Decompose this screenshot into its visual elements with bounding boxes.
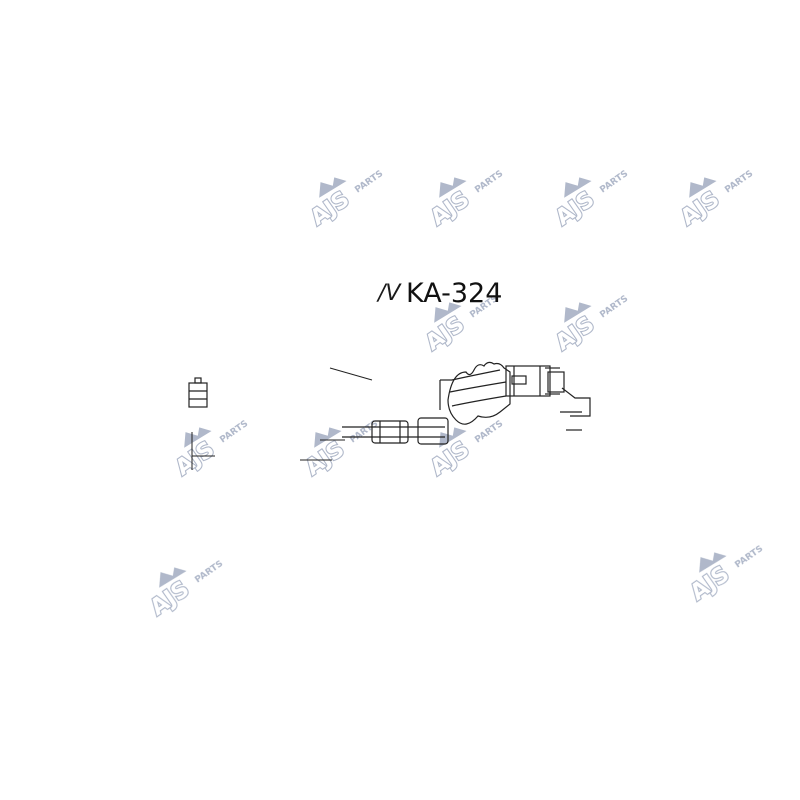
ajs-brand-text: AJS (551, 187, 599, 231)
ajs-logo-icon (564, 177, 592, 198)
ajs-logo-icon (699, 552, 727, 573)
ajs-logo-icon (439, 177, 467, 198)
ajs-parts-text: PARTS (348, 419, 380, 445)
damper-right (417, 417, 449, 445)
ajs-parts-text: PARTS (723, 169, 755, 195)
ajs-logo-icon (564, 302, 592, 323)
ajs-brand-text: AJS (686, 562, 734, 606)
ajs-logo-icon (439, 427, 467, 448)
stub-shaft (547, 371, 591, 431)
ajs-brand-text: AJS (426, 187, 474, 231)
ajs-logo-icon (319, 177, 347, 198)
ajs-parts-text: PARTS (598, 169, 630, 195)
title-prefix-fragment: /V (376, 281, 402, 306)
ajs-brand-text: AJS (551, 312, 599, 356)
shaft-bar (342, 426, 445, 438)
hub-nut (188, 377, 208, 408)
ajs-parts-text: PARTS (598, 294, 630, 320)
ajs-parts-text: PARTS (193, 559, 225, 585)
ajs-parts-text: PARTS (733, 544, 765, 570)
ajs-brand-text: AJS (421, 312, 469, 356)
ajs-logo-icon (314, 427, 342, 448)
ajs-brand-text: AJS (171, 437, 219, 481)
ajs-brand-text: AJS (146, 577, 194, 621)
ajs-brand-text: AJS (306, 187, 354, 231)
ajs-brand-text: AJS (301, 437, 349, 481)
ajs-parts-text: PARTS (473, 419, 505, 445)
watermark-layer: AJSPARTSAJSPARTSAJSPARTSAJSPARTSAJSPARTS… (145, 169, 765, 622)
ajs-logo-icon (184, 427, 212, 448)
ajs-logo-icon (159, 567, 187, 588)
ajs-brand-text: AJS (676, 187, 724, 231)
drive-shaft-drawing (188, 361, 591, 470)
ajs-logo-icon (434, 302, 462, 323)
dimension-lines-left (191, 367, 373, 470)
ajs-parts-text: PARTS (218, 419, 250, 445)
ajs-logo-icon (689, 177, 717, 198)
cv-boot (439, 361, 511, 425)
damper-left (371, 420, 409, 444)
part-number: KA-324 (406, 278, 502, 309)
ajs-parts-text: PARTS (353, 169, 385, 195)
joint-housing (505, 365, 560, 397)
ajs-parts-text: PARTS (473, 169, 505, 195)
